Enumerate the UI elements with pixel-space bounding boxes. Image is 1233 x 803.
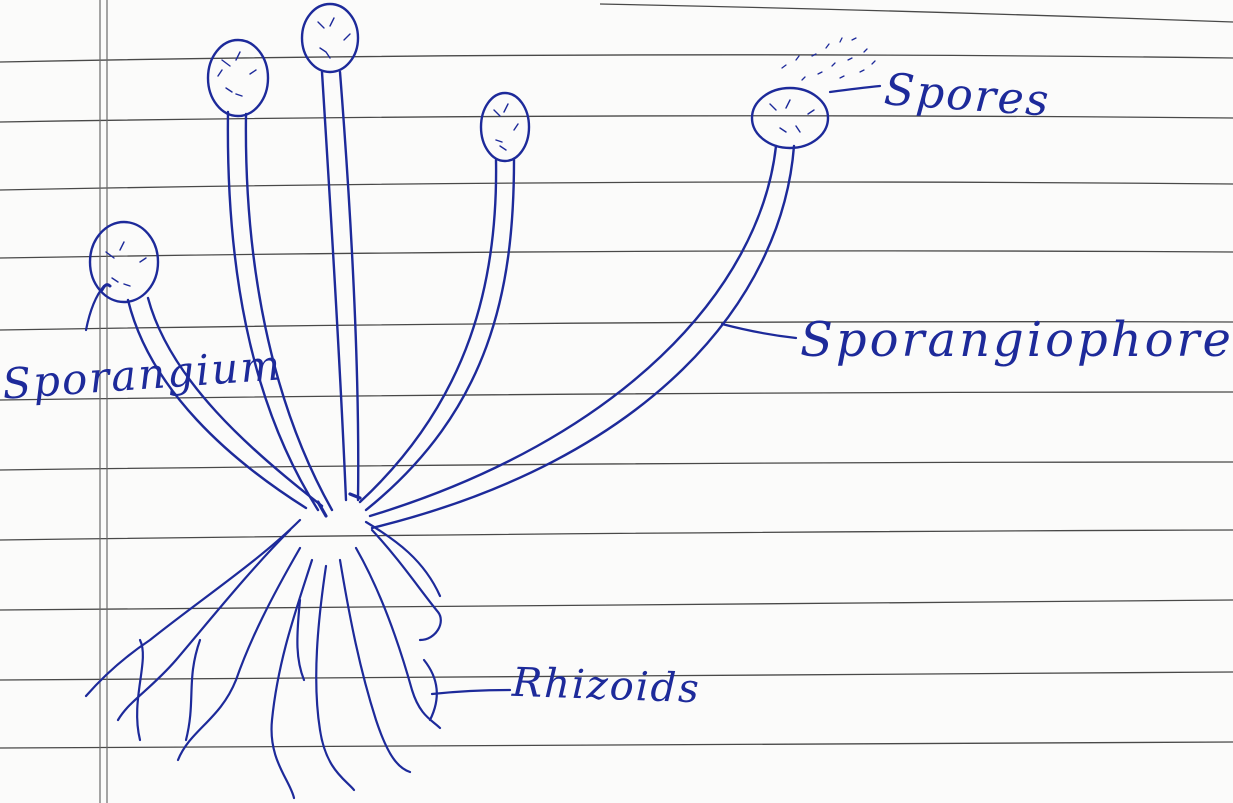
rhizoids — [86, 520, 441, 798]
dispersing-spores — [782, 38, 875, 80]
rhizoids-label: Rhizoids — [511, 660, 701, 713]
sporangiophores — [128, 72, 794, 528]
sporangiophore-label: Sporangiophore — [800, 312, 1233, 368]
sporangium-heads — [90, 4, 828, 302]
